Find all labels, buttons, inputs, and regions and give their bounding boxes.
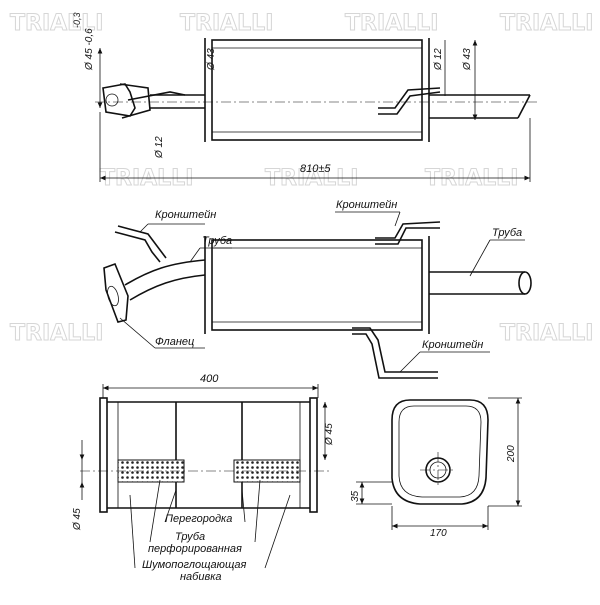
watermark: TRIALLI: [500, 11, 593, 36]
watermark: TRIALLI: [180, 11, 273, 36]
section-view: 400 Ø 45 Ø 45 Перегородка Труба пер: [72, 373, 335, 583]
label-packing-1: Шумопоглощающая: [142, 559, 247, 571]
watermark: TRIALLI: [425, 166, 518, 191]
dim-end-offset: 35: [350, 490, 361, 502]
watermark: TRIALLI: [500, 321, 593, 346]
watermark: TRIALLI: [345, 11, 438, 36]
top-view: Ø 45 -0,6 -0,3 Ø 43 Ø 12 Ø 43 Ø 12 810±5: [72, 12, 540, 182]
label-bracket-bottom: Кронштейн: [422, 339, 483, 351]
dim-inlet-rod: Ø 12: [154, 136, 165, 159]
label-pipe-right: Труба: [492, 227, 522, 239]
watermark: TRIALLI: [10, 11, 103, 36]
dim-end-width: 170: [430, 528, 447, 539]
label-perforated-pipe-2: перфорированная: [148, 543, 242, 555]
dim-flange-diameter: Ø 45 -0,6: [84, 28, 95, 71]
label-bracket-top: Кронштейн: [336, 199, 397, 211]
dim-section-length: 400: [200, 373, 219, 385]
watermark: TRIALLI: [10, 321, 103, 346]
label-bracket-left: Кронштейн: [155, 209, 216, 221]
label-perforated-pipe-1: Труба: [175, 531, 205, 543]
dim-overall-length: 810±5: [300, 163, 331, 175]
watermark-layer: TRIALLI TRIALLI TRIALLI TRIALLI TRIALLI …: [10, 11, 594, 347]
dim-outlet-diameter: Ø 43: [462, 48, 473, 71]
dim-section-pipe-diameter: Ø 45: [72, 508, 83, 531]
dim-end-height: 200: [506, 445, 517, 463]
label-flange: Фланец: [155, 336, 194, 348]
dim-body-height: Ø 43: [206, 48, 217, 71]
watermark: TRIALLI: [100, 166, 193, 191]
side-view: Кронштейн Труба Кронштейн Труба Фланец К…: [103, 199, 532, 379]
label-baffle: Перегородка: [165, 513, 232, 525]
end-view: 200 170 35: [350, 397, 522, 539]
dim-flange-tolerance: -0,3: [72, 12, 82, 28]
dim-hanger-pipe: Ø 12: [433, 48, 444, 71]
label-packing-2: набивка: [180, 571, 222, 583]
label-pipe-left: Труба: [202, 235, 232, 247]
dim-section-inner-diameter: Ø 45: [324, 423, 335, 446]
